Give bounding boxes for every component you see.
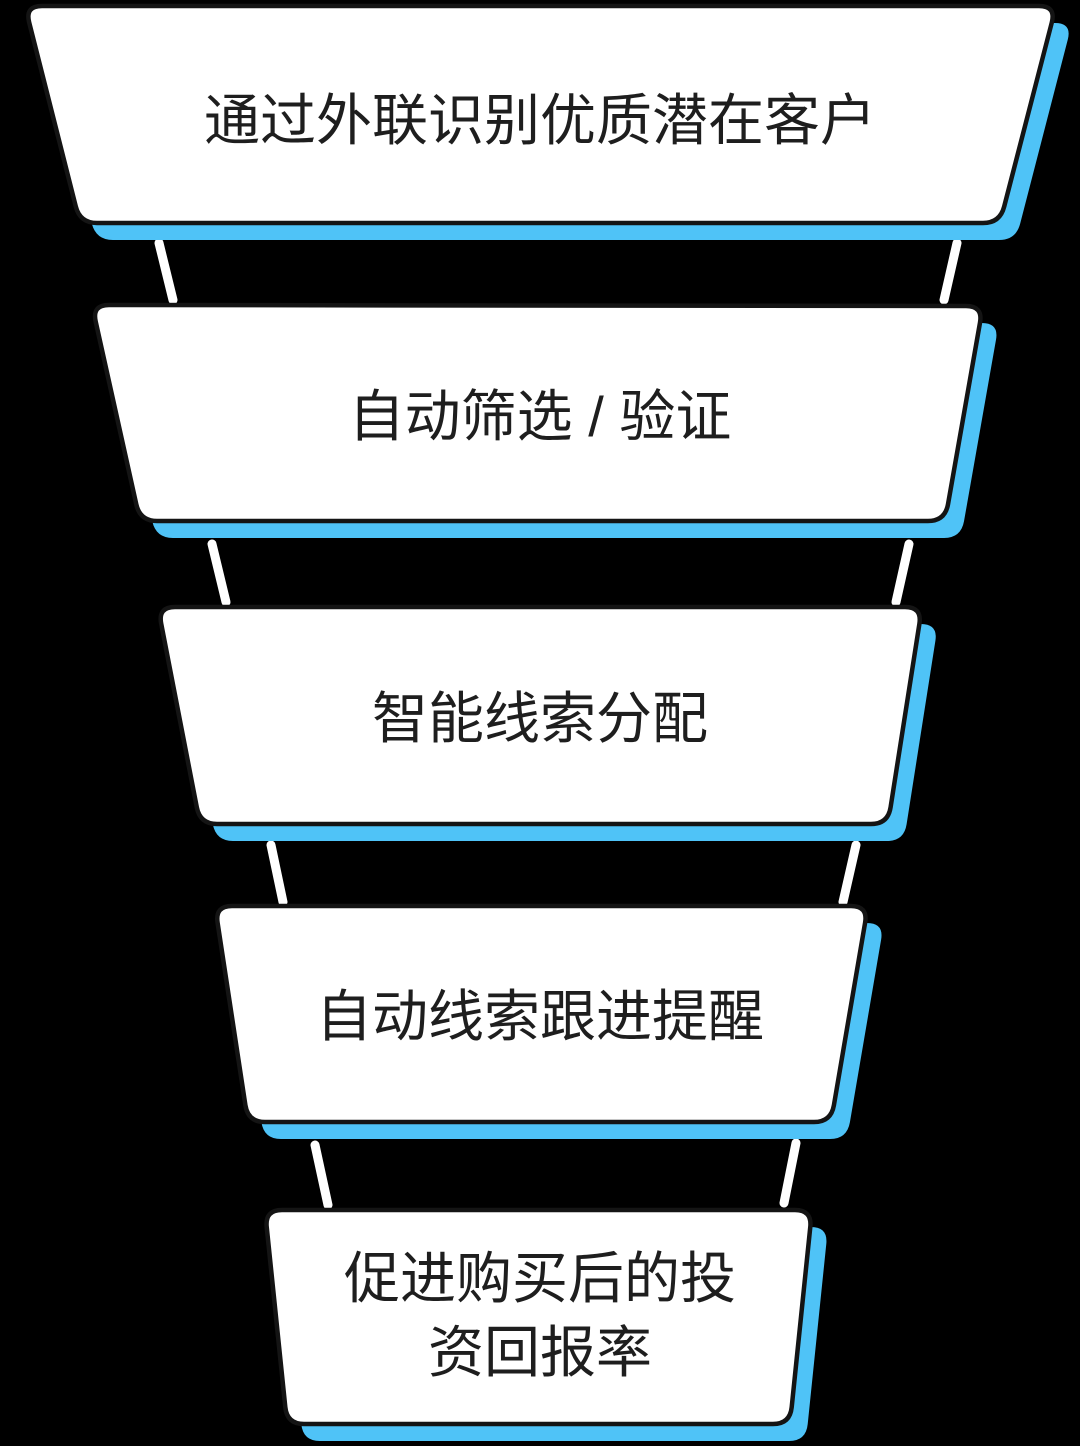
funnel-stage-3: 智能线索分配 [158, 604, 936, 841]
connector-2-right [891, 539, 914, 607]
connector-3-left [266, 840, 288, 907]
funnel-stage-5: 促进购买后的投 资回报率 [264, 1207, 827, 1441]
stage-5-shape [264, 1207, 813, 1427]
connector-3-right [838, 840, 861, 907]
stage-3-label: 智能线索分配 [372, 687, 708, 750]
stage-4-label: 自动线索跟进提醒 [316, 985, 764, 1048]
stage-2-label: 自动筛选 / 验证 [349, 385, 732, 448]
connector-4-right [779, 1138, 801, 1208]
connector-2-left [207, 539, 231, 607]
stage-2-shape [92, 302, 983, 524]
funnel-stage-1: 通过外联识别优质潜在客户 [26, 3, 1069, 240]
connector-1-right [939, 238, 962, 305]
funnel-stage-4: 自动线索跟进提醒 [215, 903, 882, 1139]
stage-5-label-line-2: 资回报率 [428, 1321, 652, 1384]
connector-1-left [154, 238, 178, 305]
stage-5-label-line-1: 促进购买后的投 [344, 1247, 736, 1310]
connector-4-left [310, 1140, 333, 1210]
stage-1-label: 通过外联识别优质潜在客户 [204, 89, 876, 152]
stage-3-shape [158, 604, 922, 827]
funnel-stage-2: 自动筛选 / 验证 [92, 302, 997, 538]
stage-1-shape [26, 3, 1055, 226]
stage-4-shape [215, 903, 868, 1125]
funnel-connectors [154, 238, 962, 1210]
